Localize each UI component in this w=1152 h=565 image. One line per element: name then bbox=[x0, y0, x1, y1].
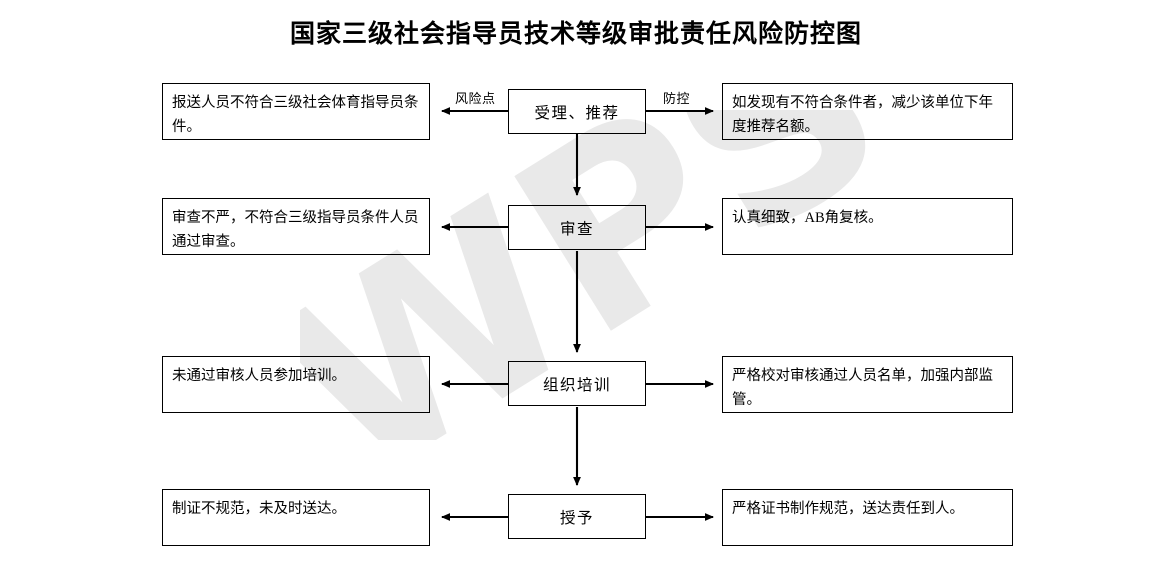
control-box-4: 严格证书制作规范，送达责任到人。 bbox=[722, 489, 1013, 546]
control-box-1: 如发现有不符合条件者，减少该单位下年度推荐名额。 bbox=[722, 83, 1013, 140]
risk-box-2: 审查不严，不符合三级指导员条件人员通过审查。 bbox=[162, 198, 430, 255]
control-box-3: 严格校对审核通过人员名单，加强内部监管。 bbox=[722, 356, 1013, 413]
stage-box-2[interactable]: 审查 bbox=[508, 205, 646, 250]
edge-label-control-1: 防控 bbox=[663, 91, 691, 106]
risk-box-4: 制证不规范，未及时送达。 bbox=[162, 489, 430, 546]
stage-box-3[interactable]: 组织培训 bbox=[508, 361, 646, 406]
stage-box-1[interactable]: 受理、推荐 bbox=[508, 89, 646, 134]
risk-box-3: 未通过审核人员参加培训。 bbox=[162, 356, 430, 413]
edge-label-risk-1: 风险点 bbox=[455, 91, 496, 106]
control-box-2: 认真细致，AB角复核。 bbox=[722, 198, 1013, 255]
stage-box-4[interactable]: 授予 bbox=[508, 494, 646, 539]
risk-box-1: 报送人员不符合三级社会体育指导员条件。 bbox=[162, 83, 430, 140]
page-title: 国家三级社会指导员技术等级审批责任风险防控图 bbox=[289, 19, 862, 48]
